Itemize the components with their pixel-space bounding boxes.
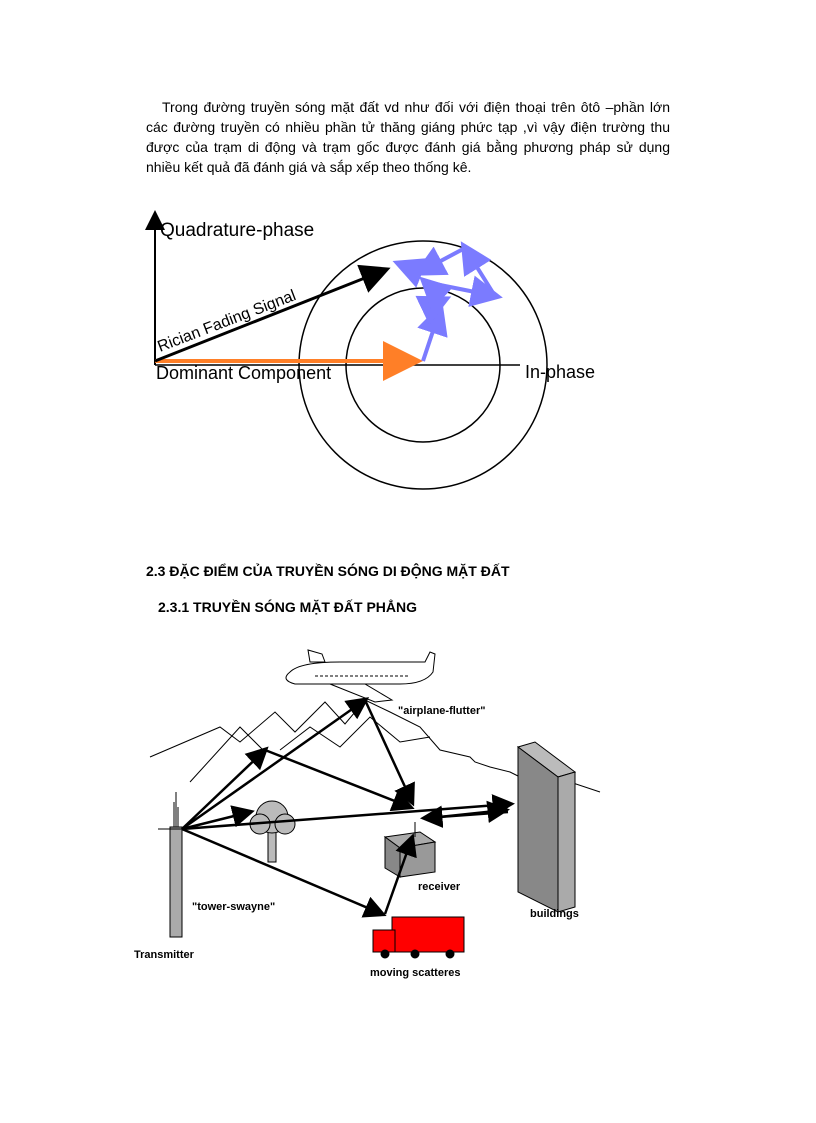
- propagation-paths: [181, 697, 515, 918]
- scatter-vectors: [392, 241, 503, 362]
- tower-swayne-label: "tower-swayne": [192, 901, 275, 913]
- intro-paragraph: Trong đường truyền sóng mặt đất vd như đ…: [146, 99, 670, 175]
- dominant-component-label: Dominant Component: [156, 363, 331, 383]
- section-heading: 2.3 ĐẶC ĐIỂM CỦA TRUYỀN SÓNG DI ĐỘNG MẶT…: [146, 563, 510, 579]
- rician-fading-diagram: Quadrature-phase Rician Fading Signal Do…: [145, 210, 595, 490]
- building: [516, 741, 577, 913]
- buildings-label: buildings: [530, 908, 579, 920]
- multipath-propagation-diagram: "airplane-flutter" "tower-swayne" Transm…: [134, 649, 601, 979]
- receiver-label: receiver: [418, 881, 461, 893]
- transmitter-tower: [158, 792, 183, 938]
- airplane: [285, 649, 436, 703]
- in-phase-label: In-phase: [525, 362, 595, 382]
- rician-fading-label: Rician Fading Signal: [155, 287, 298, 355]
- subsection-heading: 2.3.1 TRUYỀN SÓNG MẶT ĐẤT PHẲNG: [158, 599, 418, 615]
- moving-scatteres-label: moving scatteres: [370, 967, 460, 979]
- transmitter-label: Transmitter: [134, 949, 195, 961]
- rician-signal-arrow: [154, 264, 391, 363]
- moving-truck: [372, 916, 465, 959]
- receiver-box: [383, 822, 437, 878]
- quadrature-phase-label: Quadrature-phase: [160, 220, 314, 241]
- tree: [249, 800, 296, 863]
- airplane-flutter-label: "airplane-flutter": [398, 705, 485, 717]
